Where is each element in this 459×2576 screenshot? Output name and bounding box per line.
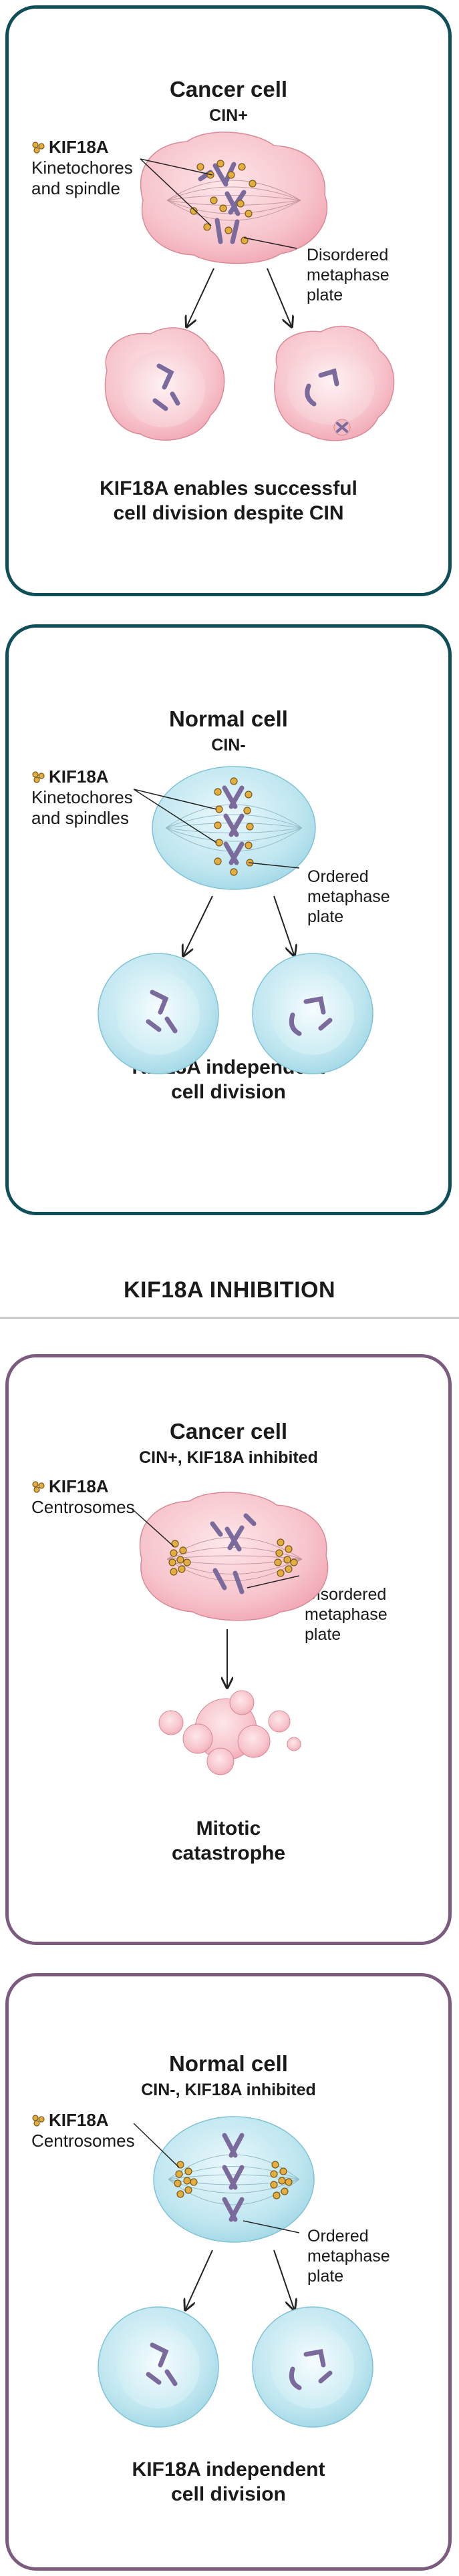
section-heading: KIF18A INHIBITION [123,1277,336,1303]
division-arrow-left [184,895,213,955]
legend-line: and spindle [31,178,120,198]
daughter-cell-left [104,327,225,441]
leader-lines [133,1510,300,1588]
chromosomes [222,2133,245,2222]
daughter-cell-right [274,325,395,441]
panel-normal-cin-minus: Normal cell CIN- KIF18A Kinetochores and… [5,624,452,1215]
caption-line: catastrophe [171,1842,286,1864]
panel2-art [98,766,373,1074]
leader-lines [140,158,297,249]
kif18a-dots-icon [32,2115,45,2127]
daughter-cell-right [252,2306,373,2428]
note-line: Ordered [307,2227,369,2245]
caption-line: KIF18A enables successful [100,477,357,499]
legend: KIF18A Kinetochores and spindle [31,137,133,199]
caption-line: KIF18A independent [132,2458,325,2481]
note-line: plate [307,2267,344,2286]
legend-kif18a-label: KIF18A [49,1476,109,1496]
legend-kif18a-label: KIF18A [49,2110,109,2130]
division-arrow-right [273,2249,294,2309]
spindle-fibers [165,804,303,852]
panel-caption: KIF18A independent cell division [9,2457,448,2507]
cancer-cell-dividing [140,132,328,264]
note-line: metaphase [307,887,390,906]
panel-title: Cancer cell [169,1419,288,1444]
panel3-art [133,1492,329,1775]
note-line: plate [307,286,343,304]
note-line: metaphase [307,2247,390,2266]
division-arrow-left [186,2249,213,2309]
leader-lines [133,2123,300,2233]
legend-kif18a-label: KIF18A [49,767,109,787]
caption-line: cell division [171,2483,286,2505]
panel-cancer-kif18a-inhibited: Cancer cell CIN+, KIF18A inhibited KIF18… [5,1354,452,1945]
legend: KIF18A Centrosomes [31,2110,135,2151]
metaphase-plate-note: Disordered metaphase plate [307,245,390,305]
panel-title: Normal cell [169,706,288,731]
metaphase-plate-note: Ordered metaphase plate [307,867,390,927]
note-line: plate [307,907,344,926]
division-arrow-right [267,268,291,326]
chromosomes [222,785,245,865]
daughter-cell-left [98,2306,219,2428]
note-line: Disordered [307,246,389,264]
legend-line: Kinetochores [31,158,133,178]
legend-kif18a-label: KIF18A [49,137,109,157]
caption-line: Mitotic [196,1817,261,1840]
legend: KIF18A Centrosomes [31,1476,135,1518]
kif18a-dots-icon [32,771,45,783]
leader-lines [133,789,300,869]
caption-line: cell division [171,1081,286,1103]
legend: KIF18A Kinetochores and spindles [31,767,133,829]
legend-line: Kinetochores [31,787,133,807]
panel-title: Cancer cell [169,77,288,101]
legend-line: Centrosomes [31,2131,135,2151]
mitotic-catastrophe-cell [158,1690,301,1775]
panel4-art [98,2116,373,2428]
metaphase-plate-note: Disordered metaphase plate [305,1584,388,1645]
panel1-art [104,132,395,441]
kif18a-dots-icon [32,1481,45,1493]
note-line: metaphase [307,266,390,284]
kif18a-dots-icon [32,142,45,154]
panel-caption: KIF18A enables successful cell division … [9,476,448,525]
daughter-cell-right [252,953,373,1074]
panel-caption: Mitotic catastrophe [9,1816,448,1866]
panel-title: Normal cell [169,2051,288,2076]
panel-subtitle: CIN- [211,736,246,755]
panel-subtitle: CIN+, KIF18A inhibited [139,1448,318,1467]
note-line: Ordered [307,867,369,886]
legend-line: and spindles [31,808,129,828]
section-divider [0,1317,459,1319]
chromosomes [210,1513,257,1594]
note-line: plate [305,1625,341,1644]
metaphase-plate-note: Ordered metaphase plate [307,2226,390,2286]
cancer-cell-inhibited [139,1492,329,1621]
division-arrow-left [187,268,214,326]
caption-line: cell division despite CIN [113,502,344,524]
daughter-cell-left [98,953,219,1074]
panel-normal-kif18a-inhibited: Normal cell CIN-, KIF18A inhibited KIF18… [5,1973,452,2571]
division-arrow-right [273,895,294,955]
panel-subtitle: CIN-, KIF18A inhibited [141,2081,316,2099]
note-line: metaphase [305,1605,388,1624]
legend-line: Centrosomes [31,1497,135,1517]
panel-subtitle: CIN+ [209,106,248,125]
panel-cancer-cin-plus: Cancer cell CIN+ KIF18A Kinetochores and… [5,5,452,596]
